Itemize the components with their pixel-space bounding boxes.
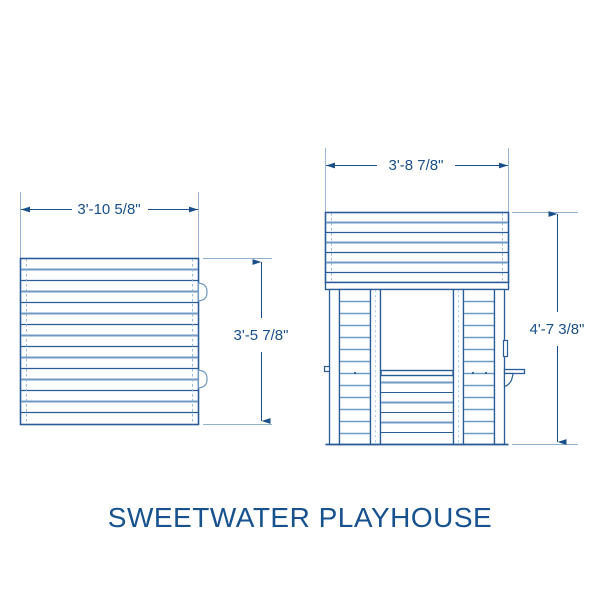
dim-front-width-label: 3'-8 7/8" bbox=[389, 157, 444, 174]
side-body-outline bbox=[19, 257, 200, 426]
front-side-cleat bbox=[502, 339, 509, 358]
front-counter-sill bbox=[380, 369, 454, 377]
front-right-post bbox=[493, 288, 506, 446]
front-elevation-view: 3'-8 7/8" 4'-7 3/8" bbox=[323, 148, 585, 446]
dim-front-width: 3'-8 7/8" bbox=[326, 157, 508, 174]
front-center-opening bbox=[379, 288, 455, 446]
dim-front-height-label: 4'-7 3/8" bbox=[530, 321, 585, 338]
front-right-stile bbox=[452, 288, 465, 446]
front-roof bbox=[324, 211, 510, 291]
front-right-ladder-rungs bbox=[464, 300, 494, 435]
front-left-post bbox=[328, 288, 341, 446]
side-hinge-lower bbox=[197, 369, 208, 389]
front-right-fastener-dot-b bbox=[484, 371, 488, 375]
side-siding-slats bbox=[21, 268, 198, 414]
dim-side-height-label: 3'-5 7/8" bbox=[234, 327, 289, 344]
front-extension-lines bbox=[325, 148, 578, 445]
page-title: SWEETWATER PLAYHOUSE bbox=[108, 502, 492, 533]
front-right-fastener-dot-a bbox=[471, 371, 475, 375]
front-left-cleat bbox=[323, 365, 331, 373]
front-side-shelf-bracket bbox=[503, 368, 526, 387]
side-extension-lines bbox=[20, 192, 272, 425]
dim-front-height: 4'-7 3/8" bbox=[530, 211, 585, 445]
front-apron-slats bbox=[381, 381, 453, 434]
dim-side-width-label: 3'-10 5/8" bbox=[77, 201, 140, 218]
front-left-ladder-rungs bbox=[340, 300, 370, 435]
front-left-ladder-panel bbox=[338, 288, 372, 446]
side-elevation-view: 3'-10 5/8" 3'-5 7/8" bbox=[19, 192, 289, 426]
side-hinge-upper bbox=[197, 282, 208, 302]
side-hidden-stud-lines bbox=[26, 259, 193, 424]
dim-side-width: 3'-10 5/8" bbox=[21, 201, 198, 218]
front-left-fastener-dot bbox=[353, 371, 357, 375]
front-right-ladder-panel bbox=[462, 288, 496, 446]
dim-side-height: 3'-5 7/8" bbox=[234, 259, 289, 424]
front-left-stile bbox=[369, 288, 382, 446]
